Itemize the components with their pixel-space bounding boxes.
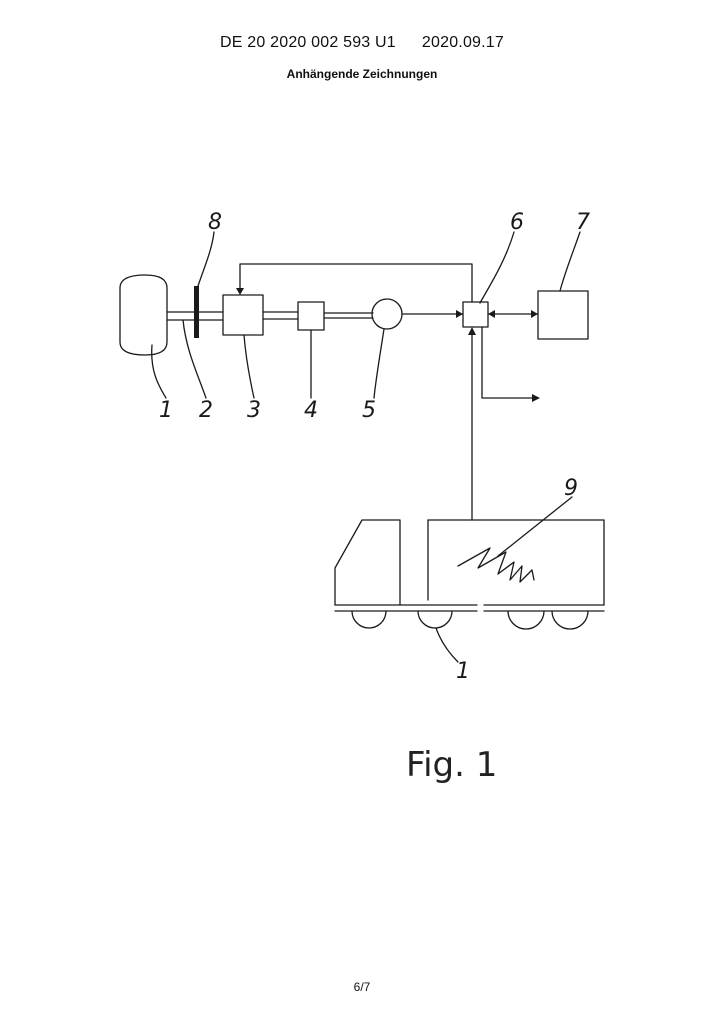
truck-1 [335,520,604,629]
label-1-vehicle: 1 [456,659,470,684]
leader-9 [498,497,572,556]
label-3: 3 [247,398,261,423]
arrowhead-vehicle-6 [468,327,476,335]
label-1-tank: 1 [159,398,173,423]
leader-8 [198,232,214,286]
label-8: 8 [208,210,222,235]
shaft-3-4 [263,312,298,319]
leader-3 [244,335,254,398]
leader-5 [374,329,384,398]
figure-caption: Fig. 1 [406,745,497,785]
block-7 [538,291,588,339]
block-4 [298,302,324,330]
label-7: 7 [576,210,590,235]
arrowhead-output [532,394,540,402]
label-6: 6 [510,210,524,235]
cargo-scribble-9 [458,548,534,582]
shaft-4-5 [324,313,373,318]
output-line [482,327,538,398]
arrowhead-6-7-right [531,310,538,318]
arrowhead-6-7-left [488,310,495,318]
disc-8 [194,286,199,338]
tank-1 [120,275,167,355]
circle-5 [372,299,402,329]
junction-6 [463,302,488,327]
leader-1-vehicle [436,628,458,662]
label-9: 9 [564,476,578,501]
label-2: 2 [199,398,213,423]
arrowhead-5-6 [456,310,463,318]
leader-6 [480,232,514,303]
block-3 [223,295,263,335]
feedback-line-6-3 [240,264,472,302]
page-number: 6/7 [0,980,724,994]
label-4: 4 [304,398,318,423]
label-5: 5 [362,398,376,423]
leader-7 [560,232,580,291]
arrowhead-feedback [236,288,244,295]
